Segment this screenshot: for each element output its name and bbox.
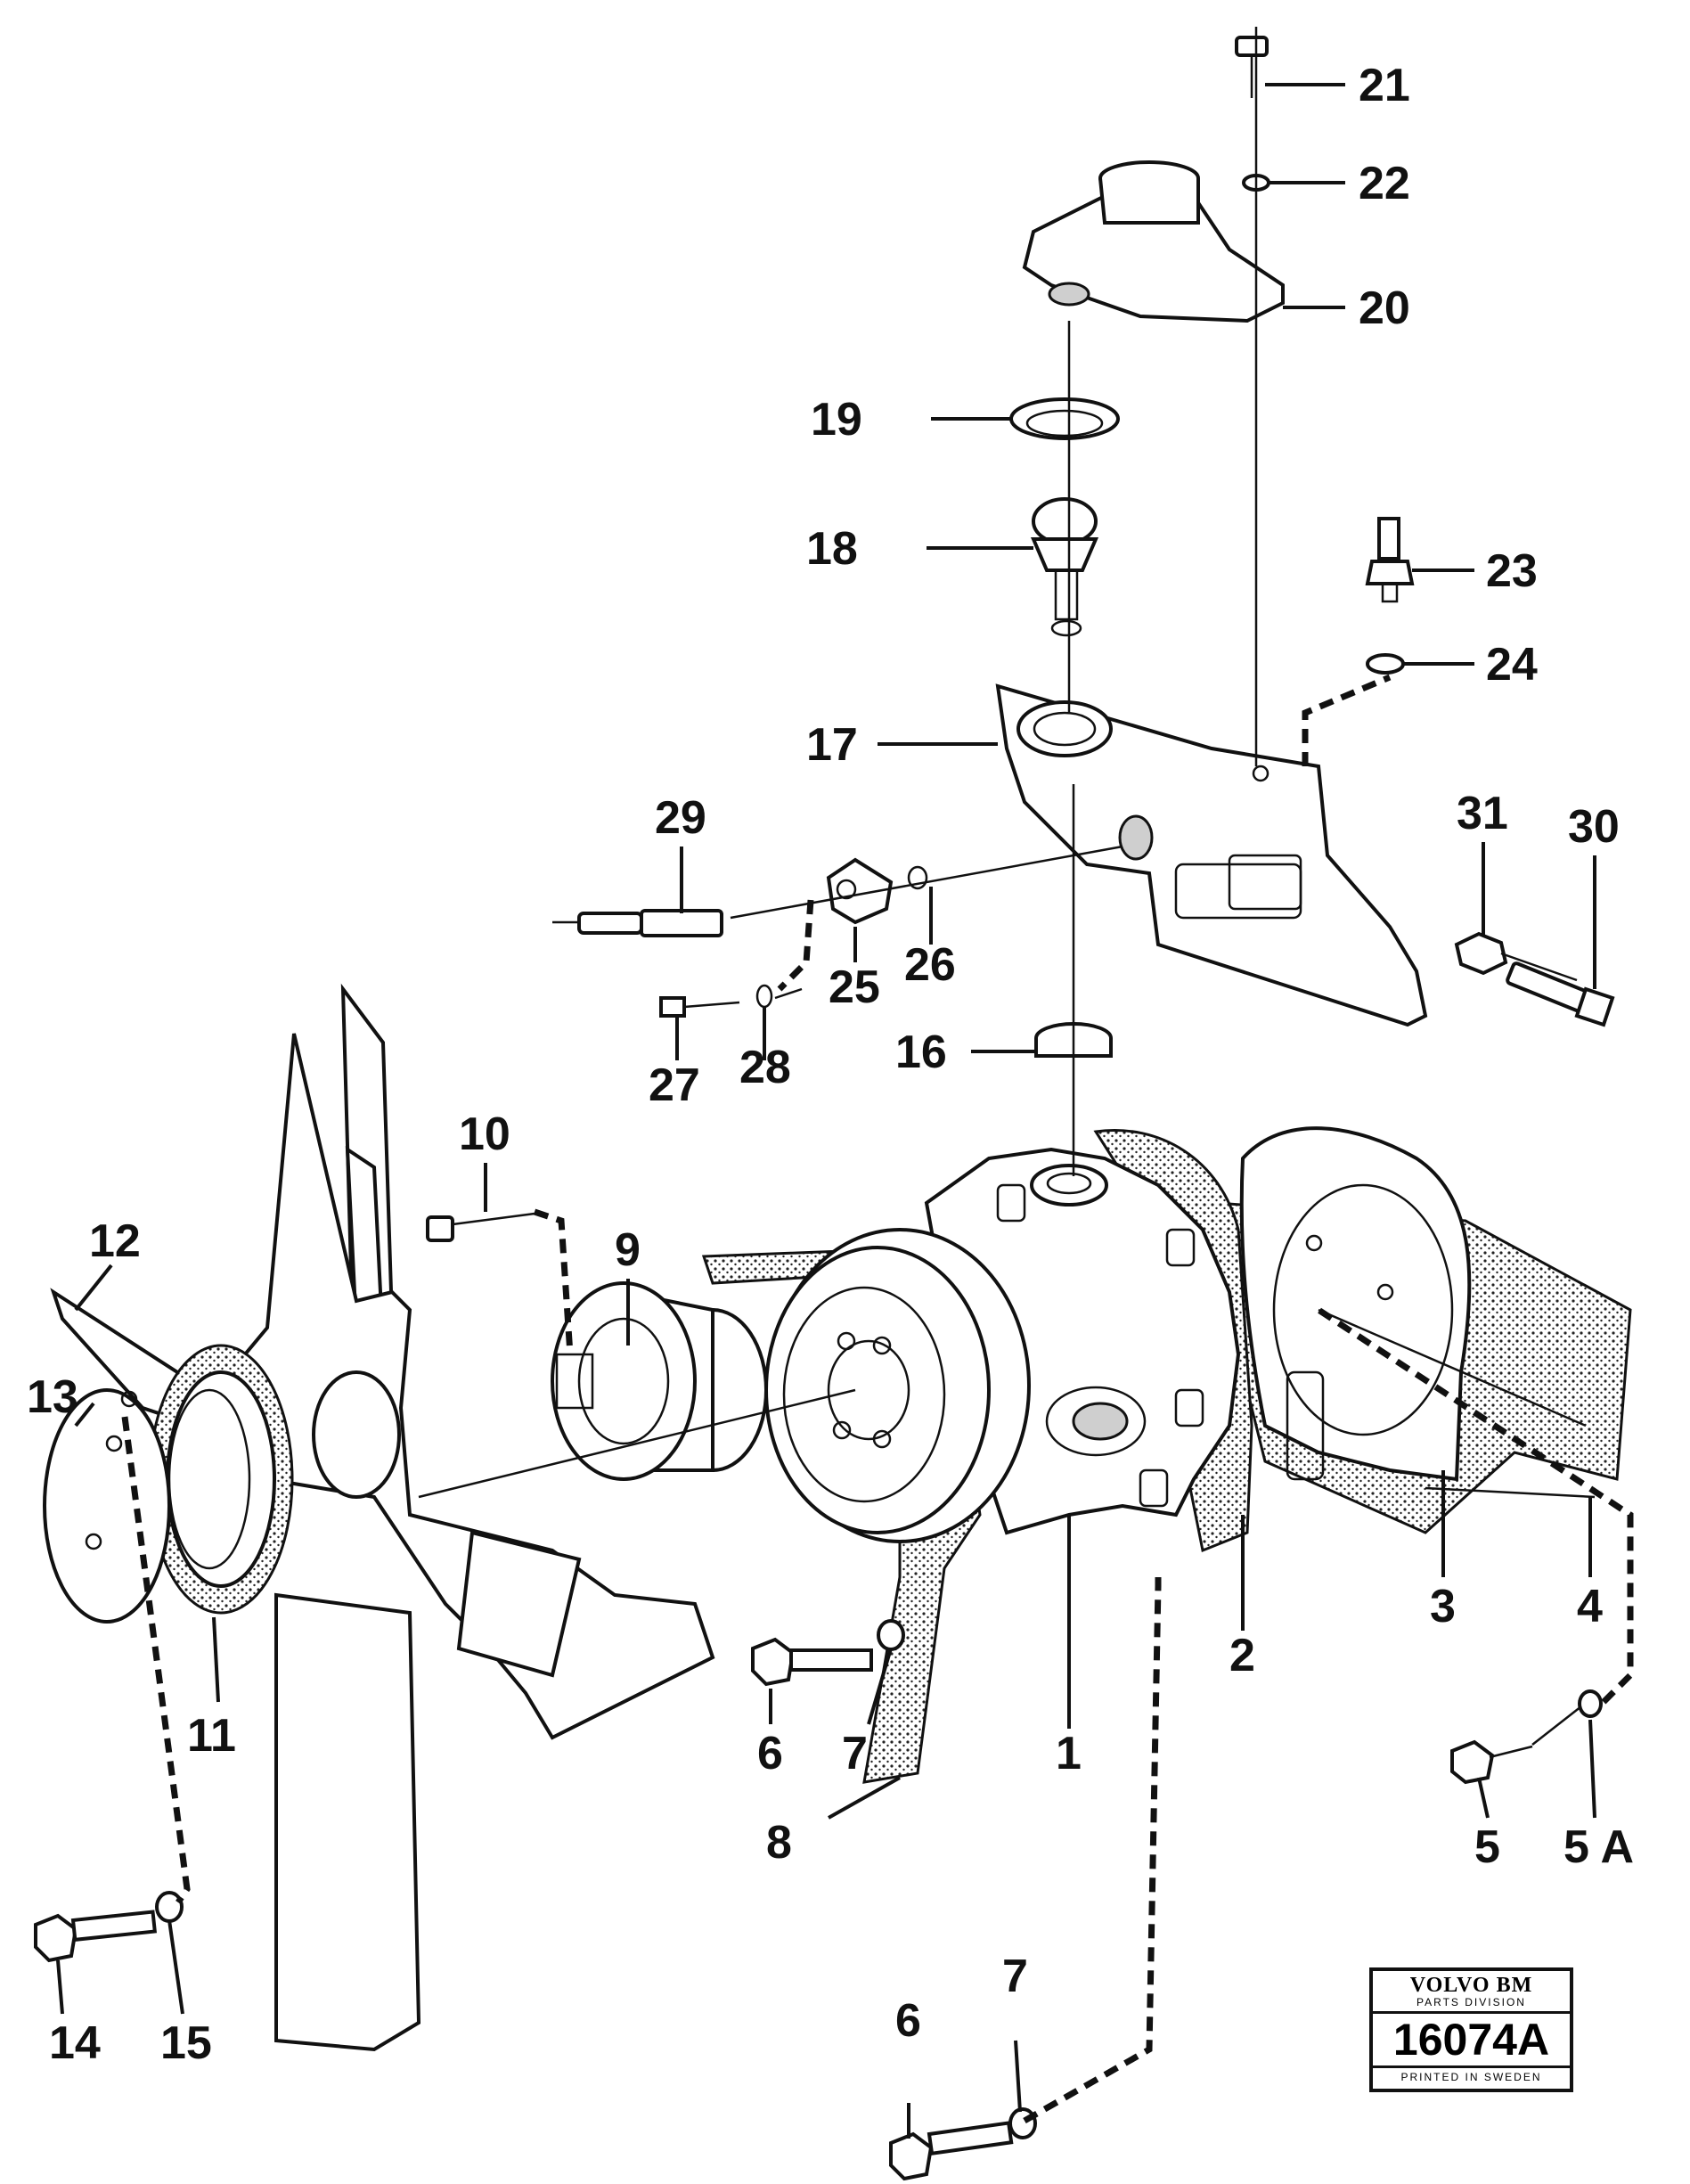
label-11: 11: [187, 1710, 236, 1762]
label-21: 21: [1359, 60, 1410, 111]
label-25: 25: [829, 961, 880, 1013]
label-14: 14: [49, 2017, 101, 2069]
bolt-part-5: [1450, 1739, 1533, 1785]
assembly-axes: [418, 27, 1596, 1746]
thermostat-housing-part-17: [995, 683, 1428, 1027]
volvo-parts-stamp: VOLVO BM PARTS DIVISION 16074A PRINTED I…: [1369, 1967, 1573, 2092]
label-22: 22: [1359, 158, 1410, 209]
washer-part-24: [1366, 653, 1405, 675]
label-10: 10: [459, 1108, 510, 1160]
washer-part-7-upper: [877, 1619, 905, 1651]
washer-part-5a: [1578, 1689, 1603, 1718]
label-29: 29: [655, 792, 706, 844]
stamp-figure-number: 16074A: [1392, 2015, 1550, 2065]
label-30: 30: [1568, 801, 1620, 853]
sender-part-23: [1365, 517, 1415, 603]
label-23: 23: [1486, 545, 1538, 597]
thermostat-cover-part-20: [1022, 160, 1285, 323]
label-24: 24: [1486, 639, 1538, 691]
pump-pulley: [764, 1228, 1031, 1543]
bolt-part-30: [1506, 961, 1615, 1027]
label-12: 12: [89, 1215, 141, 1267]
label-8: 8: [766, 1817, 792, 1869]
label-9: 9: [615, 1224, 641, 1276]
washer-part-28: [755, 984, 773, 1009]
label-2: 2: [1229, 1630, 1255, 1681]
label-4: 4: [1577, 1581, 1603, 1632]
label-5a: 5 A: [1563, 1821, 1634, 1873]
washer-part-15: [155, 1891, 184, 1923]
leader-lines: [56, 83, 1596, 2139]
stamp-division: PARTS DIVISION: [1373, 1996, 1570, 2014]
part-labels: 21 22 20 19 18 23 24 17 16 31 30 29 25 2…: [27, 60, 1634, 2069]
timing-cover-plate: [1214, 1126, 1632, 1534]
label-27: 27: [649, 1059, 700, 1111]
label-3: 3: [1430, 1581, 1456, 1632]
label-7-lower: 7: [1002, 1951, 1028, 2002]
pulley-part-13: [43, 1388, 171, 1624]
sensor-part-29: [552, 909, 723, 937]
flange-part-25: [826, 857, 894, 925]
bolt-part-6-upper: [751, 1637, 873, 1687]
nut-part-31: [1454, 931, 1508, 976]
hub-part-9: [551, 1281, 768, 1481]
label-18: 18: [806, 523, 858, 575]
stamp-printed: PRINTED IN SWEDEN: [1373, 2065, 1570, 2086]
label-1: 1: [1056, 1728, 1082, 1779]
label-19: 19: [811, 394, 862, 446]
label-28: 28: [739, 1042, 791, 1093]
label-16: 16: [895, 1027, 947, 1078]
label-6-upper: 6: [757, 1728, 783, 1779]
label-15: 15: [160, 2017, 212, 2069]
bolt-part-6-lower: [889, 2121, 1014, 2181]
bolt-part-27: [659, 996, 740, 1018]
thermostat-part-18: [1030, 497, 1099, 637]
bolt-part-21: [1235, 36, 1269, 98]
spacer-part-11: [148, 1344, 294, 1615]
label-13: 13: [27, 1371, 78, 1423]
bolt-part-10: [426, 1212, 535, 1242]
label-20: 20: [1359, 282, 1410, 334]
fan-part-12: [50, 983, 715, 2052]
label-17: 17: [806, 719, 858, 771]
seal-ring-part-19: [1009, 397, 1120, 440]
label-26: 26: [904, 939, 956, 991]
label-6-lower: 6: [895, 1995, 921, 2047]
o-ring-part-26: [907, 865, 928, 890]
label-5: 5: [1474, 1821, 1500, 1873]
bolt-part-14: [34, 1910, 158, 1963]
dashed-fastener-paths: [121, 674, 1634, 2124]
label-7-upper: 7: [842, 1728, 868, 1779]
label-31: 31: [1457, 788, 1508, 839]
stamp-brand: VOLVO BM: [1409, 1974, 1533, 1997]
